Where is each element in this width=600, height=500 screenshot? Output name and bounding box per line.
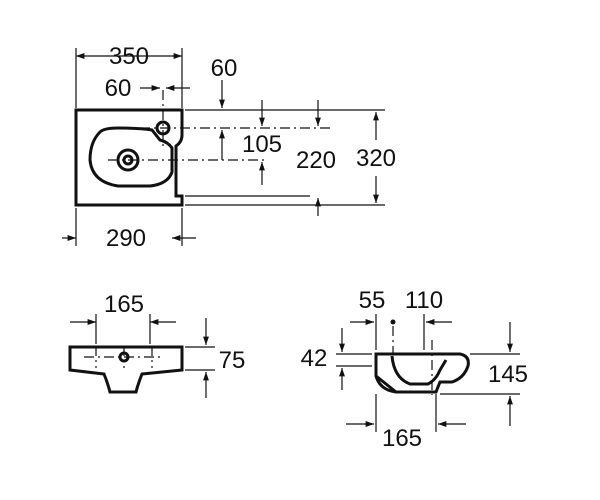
front-drain-circle — [118, 351, 130, 363]
dim-110-label: 110 — [405, 287, 443, 314]
dim-60-left-label: 60 — [105, 75, 132, 102]
side-tap-point — [390, 319, 396, 325]
dim-42-label: 42 — [301, 345, 328, 372]
side-wall-line — [375, 374, 397, 394]
top-view: 350 60 60 105 220 320 290 — [62, 43, 396, 252]
front-view: 165 75 — [68, 291, 246, 398]
dim-320-label: 320 — [356, 145, 396, 172]
dim-165-side-label: 165 — [382, 425, 422, 452]
dim-75-label: 75 — [219, 347, 246, 374]
dim-145-label: 145 — [488, 361, 528, 388]
dim-350-label: 350 — [109, 43, 149, 70]
basin-side-inner — [390, 355, 448, 386]
dim-220-label: 220 — [296, 147, 336, 174]
dim-60-right-label: 60 — [211, 55, 238, 82]
dim-105-label: 105 — [242, 131, 282, 158]
dim-290-label: 290 — [106, 225, 146, 252]
basin-front-outline — [68, 345, 184, 394]
dim-165-front-label: 165 — [104, 291, 144, 318]
basin-side-outline — [374, 352, 470, 394]
side-view: 55 110 42 145 165 — [301, 287, 528, 452]
dim-55-label: 55 — [359, 287, 386, 314]
basin-top-outline — [74, 108, 184, 207]
